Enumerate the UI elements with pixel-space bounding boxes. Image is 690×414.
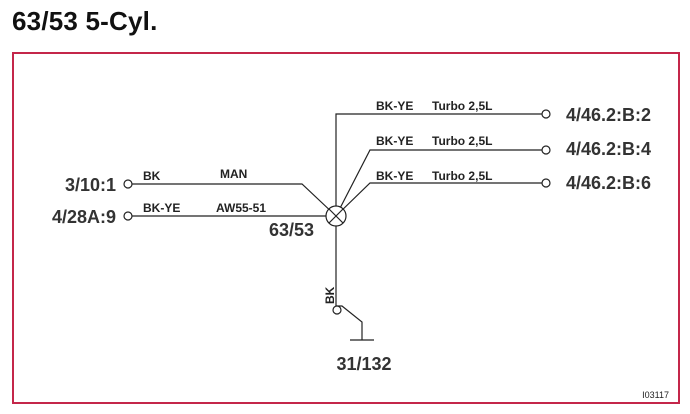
right-wire-3: 4/46.2:B:6 BK-YE Turbo 2,5L bbox=[335, 169, 651, 217]
right-wire-2-path bbox=[335, 149, 542, 217]
junction-cross-b bbox=[328, 208, 344, 224]
ground-wire: BK 31/132 bbox=[323, 226, 392, 374]
right-terminal-3-label: 4/46.2:B:6 bbox=[566, 173, 651, 193]
left-wire-2-color: BK-YE bbox=[143, 201, 180, 215]
figure-id: I03117 bbox=[642, 390, 669, 400]
right-wire-2-color: BK-YE bbox=[376, 134, 413, 148]
left-wire-2: 4/28A:9 BK-YE AW55-51 bbox=[52, 201, 326, 227]
page-title: 63/53 5-Cyl. bbox=[12, 6, 158, 36]
right-wire-3-color: BK-YE bbox=[376, 169, 413, 183]
left-terminal-2-pin[interactable] bbox=[123, 211, 133, 221]
right-terminal-2-label: 4/46.2:B:4 bbox=[566, 139, 651, 159]
ground-wire-color: BK bbox=[323, 286, 337, 304]
diagram-frame bbox=[12, 52, 680, 404]
right-wire-2-condition: Turbo 2,5L bbox=[432, 134, 492, 148]
right-wire-3-condition: Turbo 2,5L bbox=[432, 169, 492, 183]
left-terminal-2-label: 4/28A:9 bbox=[52, 207, 116, 227]
left-wire-1-path bbox=[132, 183, 337, 217]
right-wire-1-condition: Turbo 2,5L bbox=[432, 99, 492, 113]
left-wire-1-color: BK bbox=[143, 169, 161, 183]
junction-label: 63/53 bbox=[269, 220, 314, 240]
right-wire-3-path bbox=[335, 182, 542, 217]
right-wire-1-path bbox=[335, 113, 542, 206]
ground-terminal-pin[interactable] bbox=[332, 305, 342, 315]
left-terminal-1-pin[interactable] bbox=[123, 179, 133, 189]
left-wire-1: 3/10:1 BK MAN bbox=[65, 167, 337, 217]
left-wire-1-condition: MAN bbox=[220, 167, 247, 181]
right-wire-2: 4/46.2:B:4 BK-YE Turbo 2,5L bbox=[335, 134, 651, 217]
right-wire-1: 4/46.2:B:2 BK-YE Turbo 2,5L bbox=[335, 99, 651, 206]
right-wire-1-color: BK-YE bbox=[376, 99, 413, 113]
right-terminal-1-pin[interactable] bbox=[541, 109, 551, 119]
ground-label: 31/132 bbox=[336, 354, 391, 374]
right-terminal-3-pin[interactable] bbox=[541, 178, 551, 188]
right-terminal-1-label: 4/46.2:B:2 bbox=[566, 105, 651, 125]
junction-splice: 63/53 bbox=[269, 205, 347, 240]
ground-wire-path bbox=[335, 226, 363, 340]
left-terminal-1-label: 3/10:1 bbox=[65, 175, 116, 195]
left-wire-2-condition: AW55-51 bbox=[216, 201, 266, 215]
right-terminal-2-pin[interactable] bbox=[541, 145, 551, 155]
